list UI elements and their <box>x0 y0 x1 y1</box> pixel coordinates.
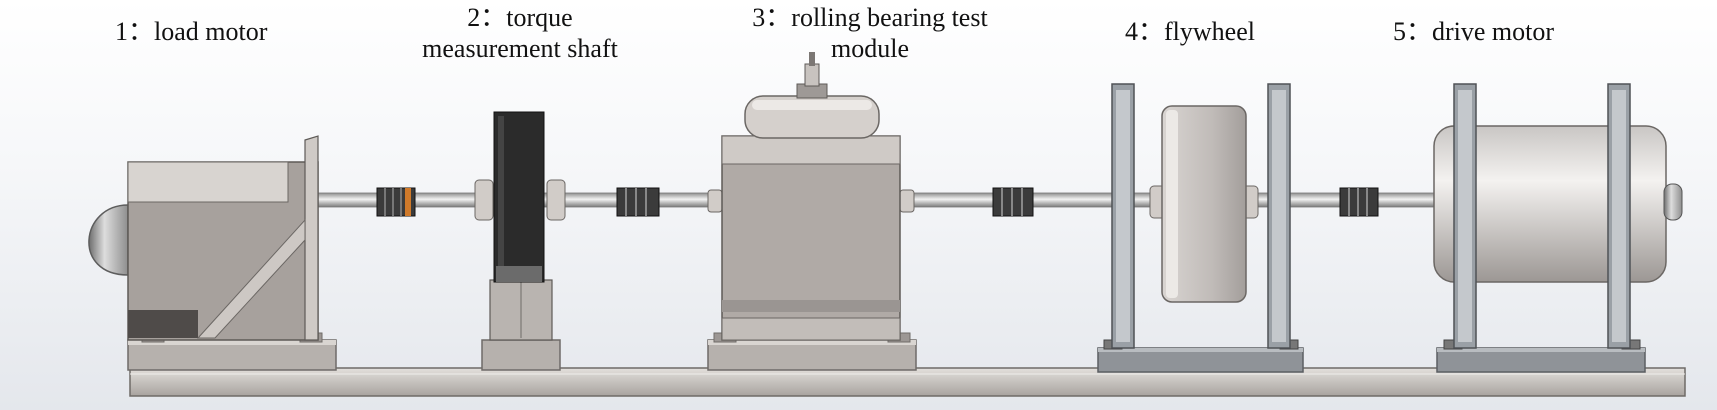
label-torque-line1: 2：torque <box>467 3 573 32</box>
label-torque-line2: measurement shaft <box>422 34 618 63</box>
coupling-3 <box>992 187 1034 217</box>
label-load-motor: 1：load motor <box>115 17 268 46</box>
flywheel <box>1097 83 1304 373</box>
load-motor <box>88 135 337 371</box>
coupling-2 <box>616 187 660 217</box>
label-bearing-line1: 3：rolling bearing test <box>752 3 988 32</box>
label-rolling-bearing-test-module: 3：rolling bearing test module <box>730 2 1010 64</box>
torque-sensor <box>474 111 566 371</box>
drive-motor <box>1433 83 1683 373</box>
base-rail <box>129 367 1686 397</box>
coupling-4 <box>1339 187 1379 217</box>
coupling-1 <box>376 187 416 217</box>
label-drive-motor: 5：drive motor <box>1393 17 1555 46</box>
label-torque-measurement-shaft: 2：torque measurement shaft <box>405 2 635 64</box>
bearing-test-module <box>707 52 917 371</box>
label-bearing-line2: module <box>831 34 909 63</box>
label-flywheel: 4：flywheel <box>1125 17 1255 46</box>
